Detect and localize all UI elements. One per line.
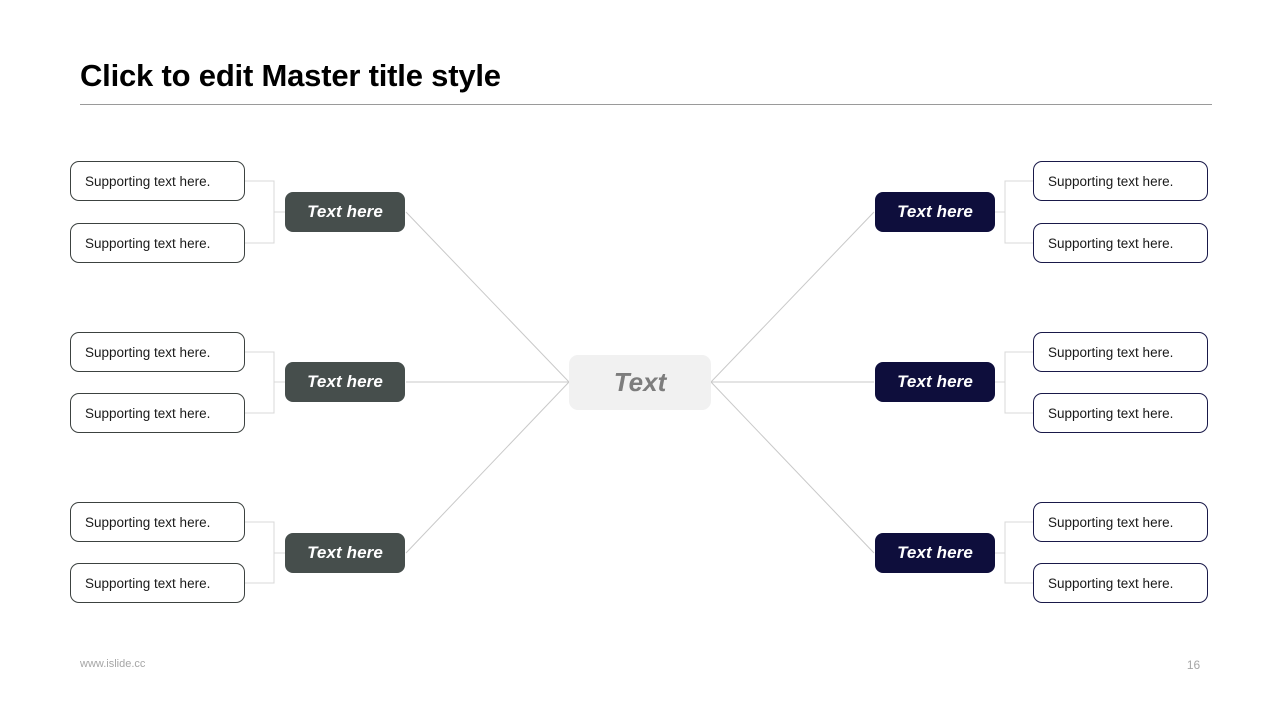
support-box-right-1-b[interactable]: Supporting text here. bbox=[1033, 223, 1208, 263]
bracket-right-1 bbox=[995, 180, 1033, 244]
support-box-left-3-a[interactable]: Supporting text here. bbox=[70, 502, 245, 542]
branch-label-left-3[interactable]: Text here bbox=[285, 533, 405, 573]
branch-label-right-3[interactable]: Text here bbox=[875, 533, 995, 573]
support-box-left-1-b[interactable]: Supporting text here. bbox=[70, 223, 245, 263]
bracket-left-3 bbox=[245, 521, 285, 584]
branch-label-right-2[interactable]: Text here bbox=[875, 362, 995, 402]
bracket-right-3 bbox=[995, 521, 1033, 584]
spoke-center-left-bottom bbox=[405, 381, 570, 554]
bracket-right-2 bbox=[995, 351, 1033, 414]
support-box-right-1-a[interactable]: Supporting text here. bbox=[1033, 161, 1208, 201]
support-box-right-2-b[interactable]: Supporting text here. bbox=[1033, 393, 1208, 433]
bracket-left-1 bbox=[245, 180, 285, 244]
bracket-left-2 bbox=[245, 351, 285, 414]
spoke-center-right-top bbox=[710, 211, 875, 383]
center-node[interactable]: Text bbox=[569, 355, 711, 410]
branch-label-left-1[interactable]: Text here bbox=[285, 192, 405, 232]
support-box-left-2-a[interactable]: Supporting text here. bbox=[70, 332, 245, 372]
support-box-left-2-b[interactable]: Supporting text here. bbox=[70, 393, 245, 433]
title-divider bbox=[80, 104, 1212, 105]
branch-label-left-2[interactable]: Text here bbox=[285, 362, 405, 402]
spoke-center-right-bottom bbox=[710, 381, 875, 554]
page-number: 16 bbox=[1186, 658, 1201, 672]
support-box-left-3-b[interactable]: Supporting text here. bbox=[70, 563, 245, 603]
support-box-right-2-a[interactable]: Supporting text here. bbox=[1033, 332, 1208, 372]
spoke-center-left-top bbox=[405, 211, 570, 383]
branch-label-right-1[interactable]: Text here bbox=[875, 192, 995, 232]
footer-url: www.islide.cc bbox=[80, 658, 146, 670]
page-title: Click to edit Master title style bbox=[80, 58, 501, 93]
support-box-right-3-b[interactable]: Supporting text here. bbox=[1033, 563, 1208, 603]
support-box-left-1-a[interactable]: Supporting text here. bbox=[70, 161, 245, 201]
support-box-right-3-a[interactable]: Supporting text here. bbox=[1033, 502, 1208, 542]
